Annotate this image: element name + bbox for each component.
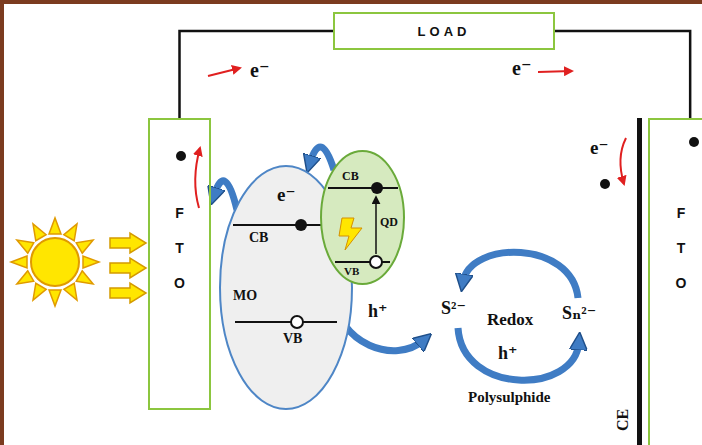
circuit-wire [555,31,690,118]
sun-ray [76,271,93,284]
electron-label: e⁻ [512,58,531,78]
sun-ray [64,224,77,241]
redox-arrow [458,328,579,380]
electron-flow-arrow [620,138,626,184]
sun-ray [49,290,61,306]
light-arrow [110,283,146,303]
sun-ray [64,283,77,300]
band-label: CB [342,170,359,182]
fto-electrode: FTO [648,118,702,445]
sun-ray [33,224,46,241]
electron-flow-arrow [195,148,200,208]
electron-flow-arrow [208,68,240,76]
material-label: QD [380,216,398,228]
conduction-band [328,187,398,189]
ion-label: S²⁻ [441,299,466,317]
sun-ray [76,240,93,253]
sun-ray [17,271,34,284]
quantum-dot-outline [321,151,404,284]
electron-flow-arrow [538,71,572,72]
electron-label: e⁻ [590,138,608,157]
sun-icon [11,218,99,306]
electron-label: e⁻ [277,185,295,204]
sun-ray [83,256,99,268]
light-arrow [110,258,146,278]
electron-label: e⁻ [250,60,269,80]
valence-band [235,321,337,323]
hole-dot [291,316,303,328]
hole-label: h⁺ [368,302,388,320]
electrode-label: FTO [173,196,187,301]
electrode-label: CE [615,409,631,431]
redox-arrow [463,252,578,298]
ion-label: Sₙ²⁻ [562,304,596,322]
hole-dot [370,256,382,268]
electron-dot [295,219,307,231]
sun-disc [31,238,79,286]
sun-ray [49,218,61,234]
band-label: VB [344,266,359,277]
electron-dot [600,179,610,189]
band-label: VB [283,332,302,346]
quantum-dot-ellipse: CB QD VB [320,150,405,285]
counter-electrode [637,118,642,445]
electrode-label: FTO [674,196,688,301]
material-label: MO [233,289,257,303]
excitation-arrow [375,197,377,254]
fto-electrode: FTO [148,118,211,410]
redox-label: Redox [487,311,533,328]
electrolyte-label: Polysulphide [468,390,551,405]
electron-dot [689,137,699,147]
electron-dot [176,151,186,161]
light-arrow [110,233,146,253]
frame-left [0,0,4,445]
photon-bolt [339,218,362,250]
load-label: LOAD [418,25,471,38]
frame-top [0,0,702,4]
electron-dot [371,182,383,194]
light-arrows [110,233,146,303]
electron-injection-arrow [214,181,237,210]
sun-ray [33,283,46,300]
sun-ray [11,256,27,268]
circuit-wire [180,31,334,118]
electron-injection-arrow [310,147,334,170]
sun-rays [11,218,99,306]
load-box: LOAD [333,12,555,50]
band-label: CB [249,231,268,245]
hole-label: h⁺ [498,344,518,362]
sun-ray [17,240,34,253]
